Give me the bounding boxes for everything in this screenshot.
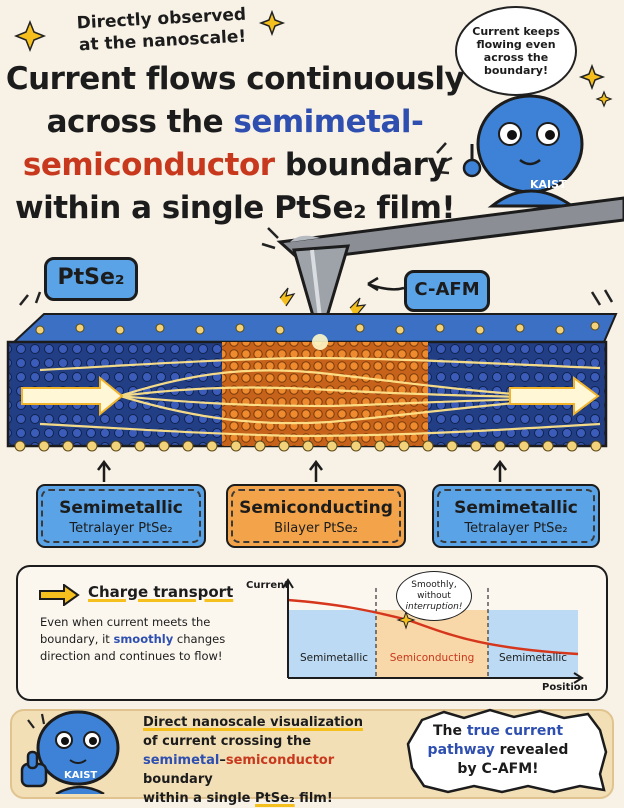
panel-heading: Charge transport xyxy=(88,583,234,601)
current-position-chart xyxy=(282,578,584,684)
chart-region-label: Semimetallic xyxy=(498,652,568,664)
footer-highlight: semimetal xyxy=(143,753,220,768)
region-label-semimetallic-left: Semimetallic Tetralayer PtSe₂ xyxy=(36,484,206,548)
headline-line: across the semimetal- xyxy=(0,101,470,144)
sparkle-icon xyxy=(578,63,606,91)
region-title: Semimetallic xyxy=(454,498,578,518)
bubble-text: The xyxy=(432,723,467,739)
headline: Current flows continuously across the se… xyxy=(0,58,470,230)
region-subtitle: Bilayer PtSe₂ xyxy=(274,521,358,536)
arrow-icon xyxy=(39,584,80,606)
flow-arrow-left-icon xyxy=(21,375,124,417)
footer-highlight: semiconductor xyxy=(225,753,335,768)
region-pointers xyxy=(97,459,507,482)
mascot-badge: KAIST xyxy=(530,178,567,191)
chart-region-label: Semiconducting xyxy=(389,652,475,664)
footer-text-part: film! xyxy=(294,791,333,806)
region-title: Semimetallic xyxy=(59,498,183,518)
region-subtitle: Tetralayer PtSe₂ xyxy=(464,521,568,536)
spark-icon xyxy=(279,287,296,307)
footer-text: Direct nanoscale visualization of curren… xyxy=(143,713,403,808)
chart-region-label: Semimetallic xyxy=(299,652,369,664)
headline-line: semiconductor boundary xyxy=(0,144,470,187)
chart-callout: Smoothly, without interruption! xyxy=(396,571,472,621)
region-subtitle: Tetralayer PtSe₂ xyxy=(69,521,173,536)
footer-text-part: boundary xyxy=(143,772,213,787)
region-title: Semiconducting xyxy=(239,498,393,518)
speech-line: Current keeps xyxy=(472,25,560,38)
sparkle-icon xyxy=(595,90,613,108)
region-label-semimetallic-right: Semimetallic Tetralayer PtSe₂ xyxy=(432,484,600,548)
panel-text-highlight: smoothly xyxy=(113,632,174,646)
footer-line: within a single PtSe₂ film! xyxy=(143,789,403,808)
headline-line: Current flows continuously xyxy=(5,61,465,97)
sparkle-icon xyxy=(396,610,416,630)
motion-lines-icon xyxy=(19,142,614,306)
mascot-icon xyxy=(462,94,584,208)
film-diagram xyxy=(6,313,618,452)
sparkle-icon xyxy=(258,9,286,37)
spark-icon xyxy=(349,297,367,318)
afm-probe-icon xyxy=(276,196,624,346)
chart-x-label: Position xyxy=(542,682,588,693)
footer-badge: KAIST xyxy=(64,770,98,781)
pointer-arrow-icon xyxy=(367,276,405,292)
sparkle-icon xyxy=(13,19,47,53)
panel-text-a: Even when current meets the boundary, it xyxy=(40,615,211,646)
footer-highlight: PtSe₂ xyxy=(255,791,295,806)
panel-text-b: changes direction and continues to flow! xyxy=(40,632,226,663)
bubble-highlight: true current pathway xyxy=(427,723,564,758)
region-label-semiconducting: Semiconducting Bilayer PtSe₂ xyxy=(226,484,406,548)
headline-line: within a single PtSe₂ film! xyxy=(14,190,456,226)
headline-highlight: semimetal- xyxy=(233,104,424,140)
probe-tag: C-AFM xyxy=(404,270,490,312)
speech-line: across the xyxy=(483,51,549,64)
footer-text-part: within a single xyxy=(143,791,256,806)
current-flow-lines xyxy=(39,356,601,438)
callout-line: without xyxy=(417,590,451,601)
speech-line: boundary! xyxy=(483,64,548,77)
footer-line: semimetal–semiconductor boundary xyxy=(143,751,403,789)
callout-line: Smoothly, xyxy=(411,579,457,590)
material-tag: PtSe₂ xyxy=(44,257,138,301)
headline-highlight: semiconductor xyxy=(22,147,275,183)
callout-line: interruption! xyxy=(405,601,463,612)
highlight-bubble-text: The true current pathway revealed by C-A… xyxy=(418,722,578,779)
mascot-thumbs-up-icon xyxy=(20,710,120,794)
headline-text: across the xyxy=(46,104,234,140)
footer-line: of current crossing the xyxy=(143,734,312,749)
panel-text: Even when current meets the boundary, it… xyxy=(40,614,230,665)
bubble-text: revealed by C-AFM! xyxy=(457,742,569,777)
footer-line: Direct nanoscale visualization xyxy=(143,715,363,730)
mascot-speech-bubble: Current keeps flowing even across the bo… xyxy=(455,6,577,96)
headline-text: boundary xyxy=(274,147,448,183)
highlight-bubble-shape xyxy=(406,708,608,794)
flow-arrow-right-icon xyxy=(509,376,600,416)
footer-text-part: – xyxy=(219,753,226,768)
speech-line: flowing even xyxy=(476,38,556,51)
chart-y-label: Current xyxy=(246,580,290,591)
